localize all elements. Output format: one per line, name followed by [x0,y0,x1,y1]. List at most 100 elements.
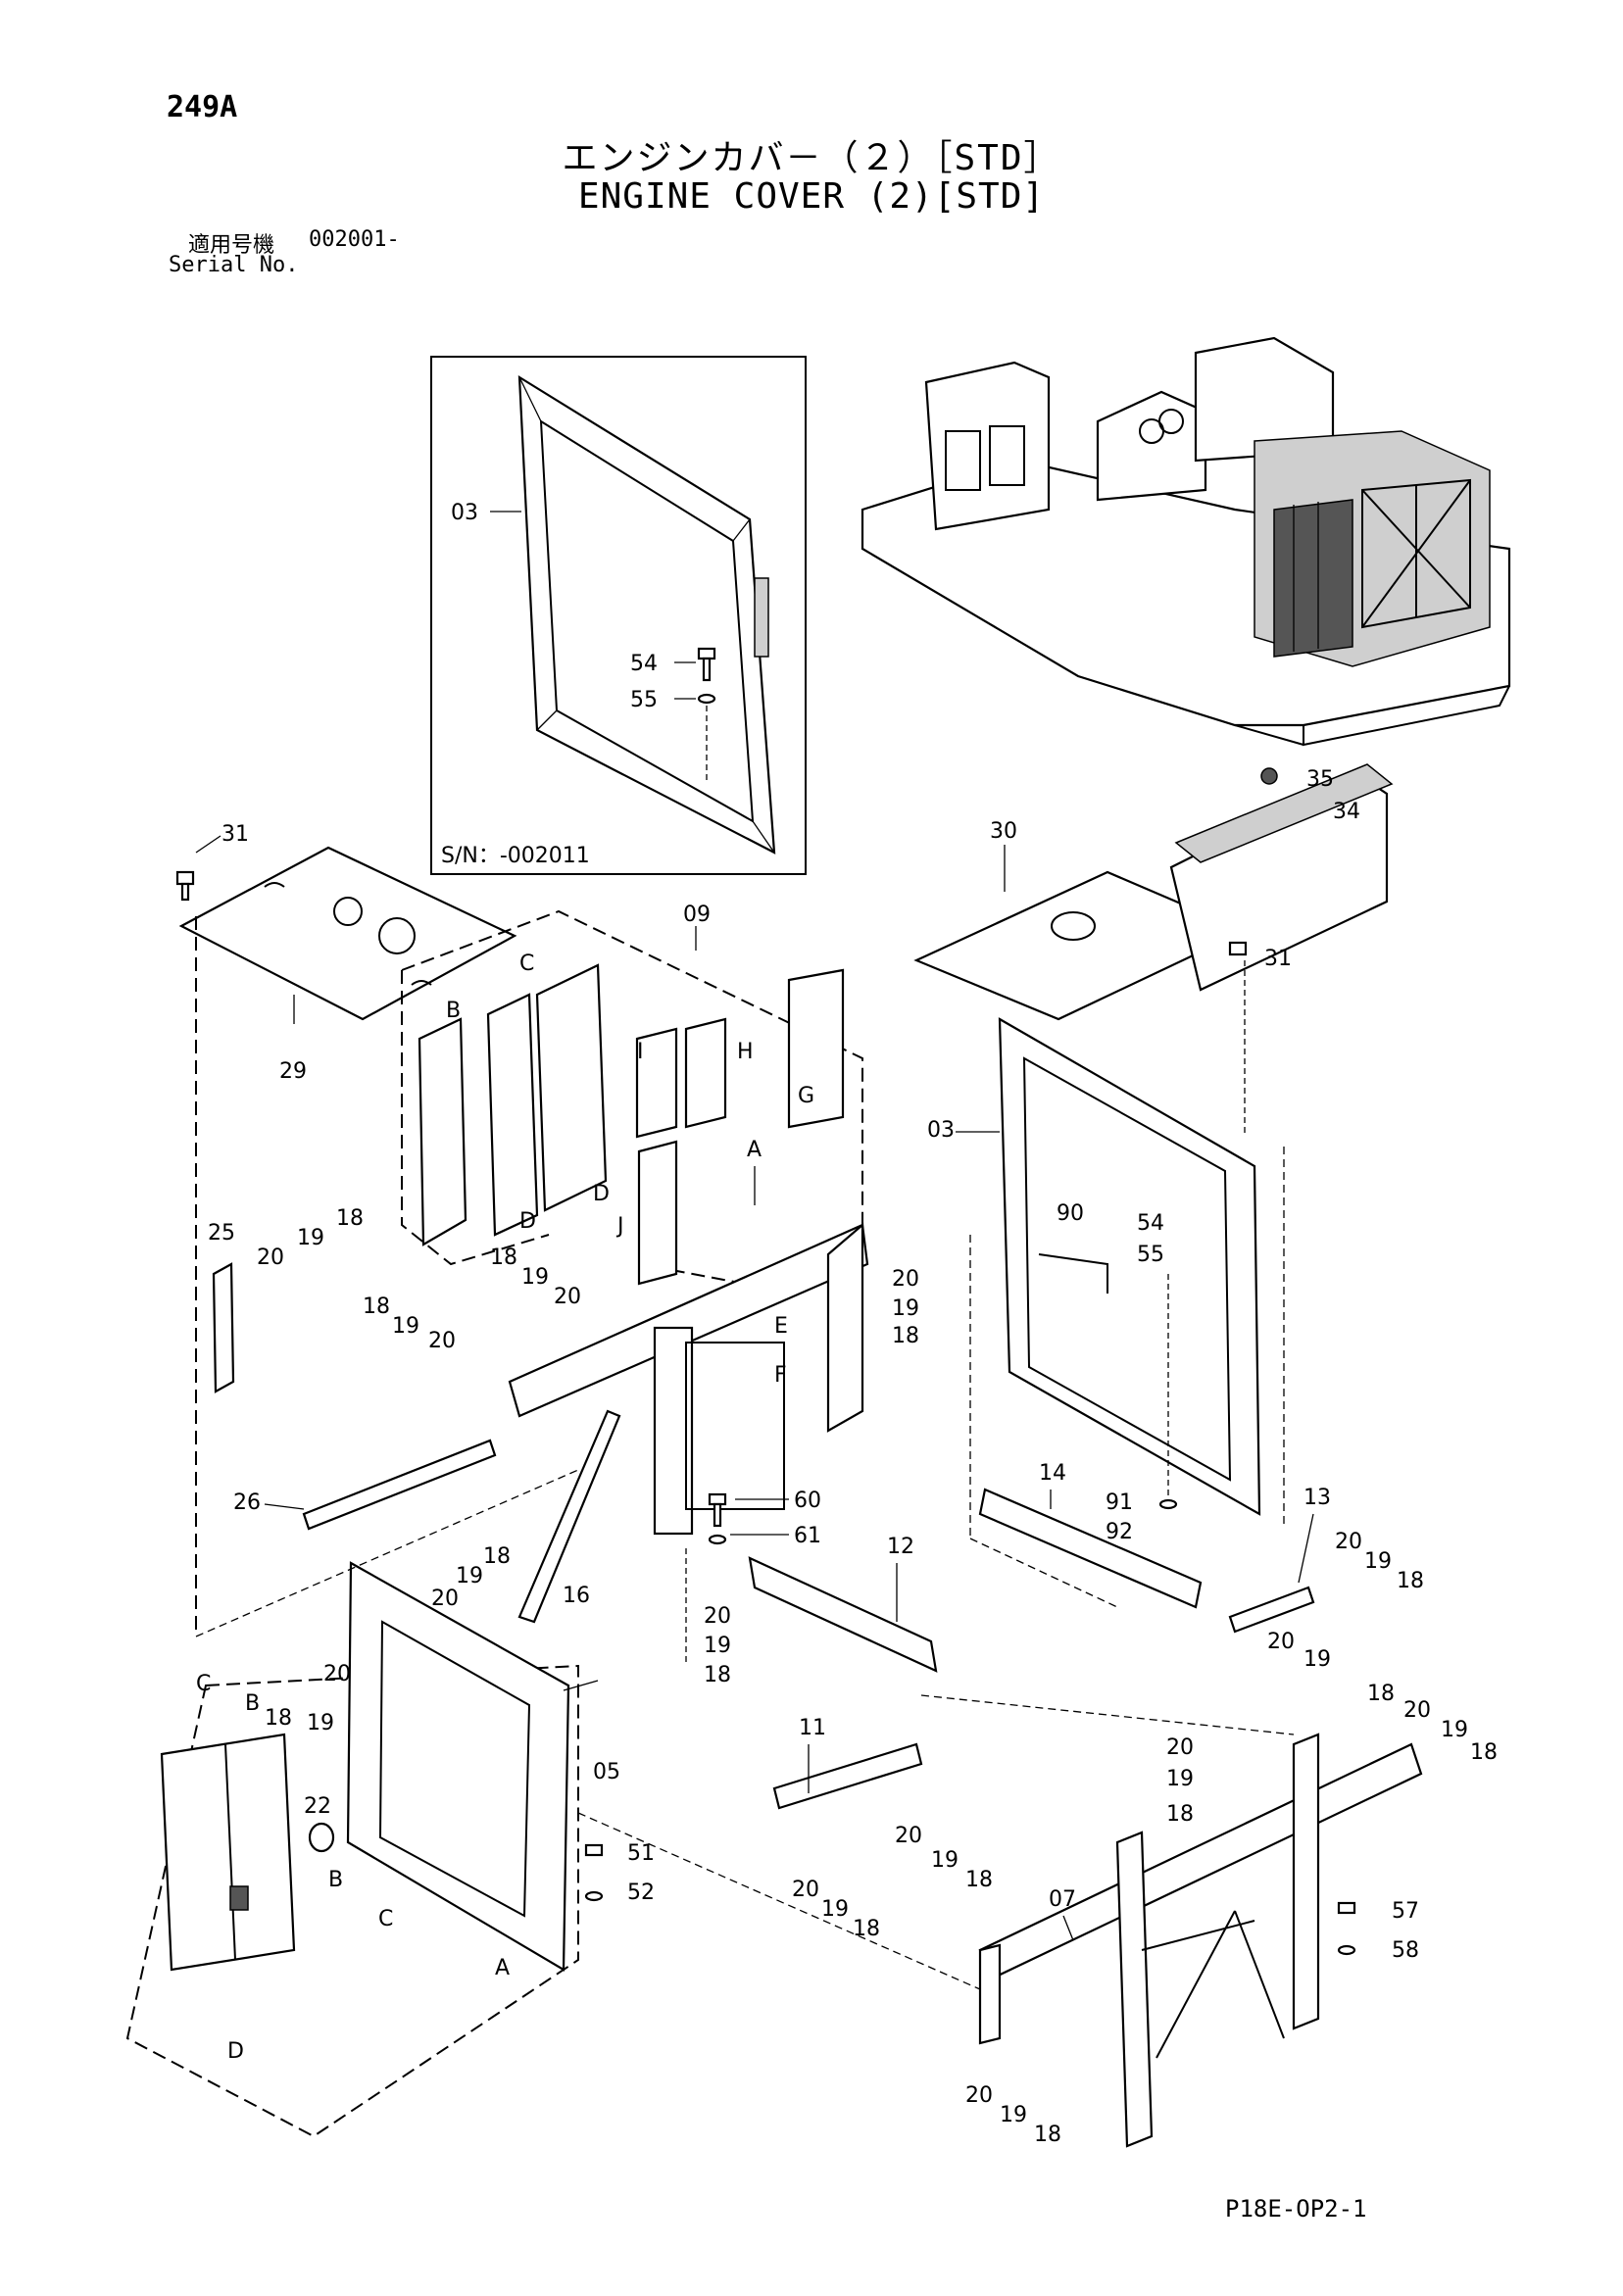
callout-19-k: 19 [931,1848,959,1873]
callout-57: 57 [1392,1899,1419,1924]
callout-19-l: 19 [1166,1767,1194,1791]
callout-18-g: 18 [483,1544,511,1569]
callout-03-inset: 03 [451,501,478,525]
serial-label-english: Serial No. [169,253,299,277]
kit-09-group: 09 B C I H G J D D A E F [401,903,869,1536]
callout-55-inset: 55 [630,688,658,712]
callout-20-n: 20 [965,2083,993,2108]
callout-J: J [615,1214,624,1239]
callout-20-c: 20 [554,1285,581,1309]
callout-61: 61 [794,1524,821,1548]
callout-20-d: 20 [892,1267,919,1292]
callout-35: 35 [1306,767,1334,792]
center-parts: 60 61 12 20 19 18 [685,1489,938,1687]
callout-03: 03 [927,1118,955,1143]
callout-26: 26 [233,1490,261,1515]
callout-11: 11 [799,1716,826,1740]
callout-16: 16 [563,1584,590,1608]
callout-19-m: 19 [1441,1718,1468,1742]
callout-20-f: 20 [323,1662,351,1686]
serial-label-japanese: 適用号機 [188,233,275,258]
drawing-code: P18E-OP2-1 [1225,2195,1367,2223]
callout-18-m: 18 [1470,1740,1498,1765]
callout-18-k: 18 [965,1868,993,1892]
callout-20-h: 20 [1335,1530,1362,1554]
callout-H: H [737,1040,754,1064]
callout-18-f: 18 [265,1706,292,1731]
door-group-05: 05 A C B 20 19 18 22 B C D 20 19 18 51 5… [125,1544,655,2138]
callout-34: 34 [1333,800,1360,824]
base-frame-07: 07 20 19 18 20 19 18 57 58 20 19 18 [965,1698,1498,2148]
callout-20-i: 20 [1267,1630,1295,1654]
callout-D-lower: D [519,1209,536,1234]
callout-18-b: 18 [363,1295,390,1319]
callout-B-upper: B [446,999,461,1023]
callout-19-c: 19 [521,1265,549,1290]
callout-I: I [637,1040,644,1064]
callout-91: 91 [1106,1490,1133,1515]
callout-12: 12 [887,1535,914,1559]
callout-18-e: 18 [704,1663,731,1687]
callout-29: 29 [279,1059,307,1084]
callout-18-h: 18 [1397,1569,1424,1593]
callout-B-lower-b: B [328,1868,343,1892]
callout-31-left: 31 [221,822,249,847]
inset-serial: S/N：-002011 [441,844,590,868]
callout-07: 07 [1049,1887,1076,1912]
brackets: 14 13 20 19 18 20 19 18 11 20 19 18 20 1… [772,1461,1424,1941]
callout-58: 58 [1392,1938,1419,1963]
callout-20-e: 20 [704,1604,731,1629]
title-japanese: エンジンカバ－（２）［STD］ [562,138,1061,178]
callout-19-d: 19 [892,1296,919,1321]
callout-90: 90 [1057,1201,1084,1226]
callout-54: 54 [1137,1211,1164,1236]
callout-20-g: 20 [431,1587,459,1611]
callout-B-lower-a: B [245,1691,260,1716]
callout-09: 09 [683,903,711,927]
callout-19-n: 19 [1000,2103,1027,2127]
callout-30: 30 [990,819,1017,844]
callout-18-j: 18 [853,1917,880,1941]
callout-22: 22 [304,1794,331,1819]
callout-19-g: 19 [456,1564,483,1588]
callout-19-e: 19 [704,1634,731,1658]
callout-18-l: 18 [1166,1802,1194,1827]
callout-19-h: 19 [1364,1549,1392,1574]
right-frame-parts: 30 34 35 31 03 90 54 55 91 92 [913,763,1394,1544]
callout-20-b: 20 [428,1329,456,1353]
callout-A-lower: A [495,1956,510,1980]
callout-19-b: 19 [392,1314,419,1339]
callout-19-i: 19 [1303,1647,1331,1672]
callout-18-c: 18 [490,1246,517,1270]
callout-25: 25 [208,1221,235,1246]
callout-20-k: 20 [895,1824,922,1848]
callout-D-upper: D [593,1182,610,1206]
callout-14: 14 [1039,1461,1066,1486]
callout-20-l: 20 [1166,1735,1194,1760]
callout-13: 13 [1303,1486,1331,1510]
callout-55: 55 [1137,1243,1164,1267]
callout-51: 51 [627,1841,655,1866]
callout-C-lower-a: C [196,1672,211,1696]
callout-92: 92 [1106,1520,1133,1544]
title-english: ENGINE COVER (2)[STD] [577,176,1046,217]
callout-20-m: 20 [1403,1698,1431,1723]
callout-19-j: 19 [821,1897,849,1922]
machine-overview [861,336,1511,747]
callout-18-d: 18 [892,1324,919,1348]
callout-60: 60 [794,1489,821,1513]
left-side-parts: 25 26 16 20 19 18 18 19 20 18 19 20 20 1… [195,916,919,1637]
page-number: 249A [167,90,238,124]
callout-E: E [774,1314,788,1339]
callout-52: 52 [627,1881,655,1905]
callout-C-lower-b: C [378,1907,393,1931]
callout-G: G [798,1084,814,1108]
callout-05: 05 [593,1760,620,1784]
callout-31-right: 31 [1264,947,1292,971]
callout-20-j: 20 [792,1878,819,1902]
callout-19-f: 19 [307,1711,334,1735]
callout-18-a: 18 [336,1206,364,1231]
callout-18-n: 18 [1034,2123,1061,2147]
